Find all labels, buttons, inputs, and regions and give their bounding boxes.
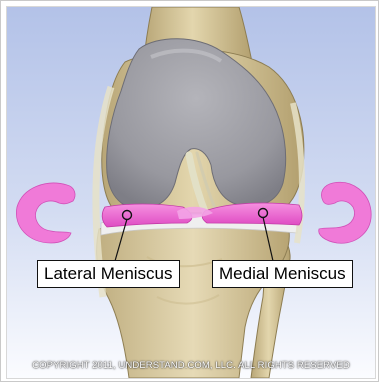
lateral-meniscus-label: Lateral Meniscus [37,260,180,288]
copyright-notice: COPYRIGHT 2011, UNDERSTAND.COM, LLC. ALL… [7,360,375,371]
medial-meniscus-label: Medial Meniscus [212,260,353,288]
knee-illustration: Lateral Meniscus Medial Meniscus COPYRIG… [6,6,376,379]
knee-anatomy-drawing [7,7,375,378]
